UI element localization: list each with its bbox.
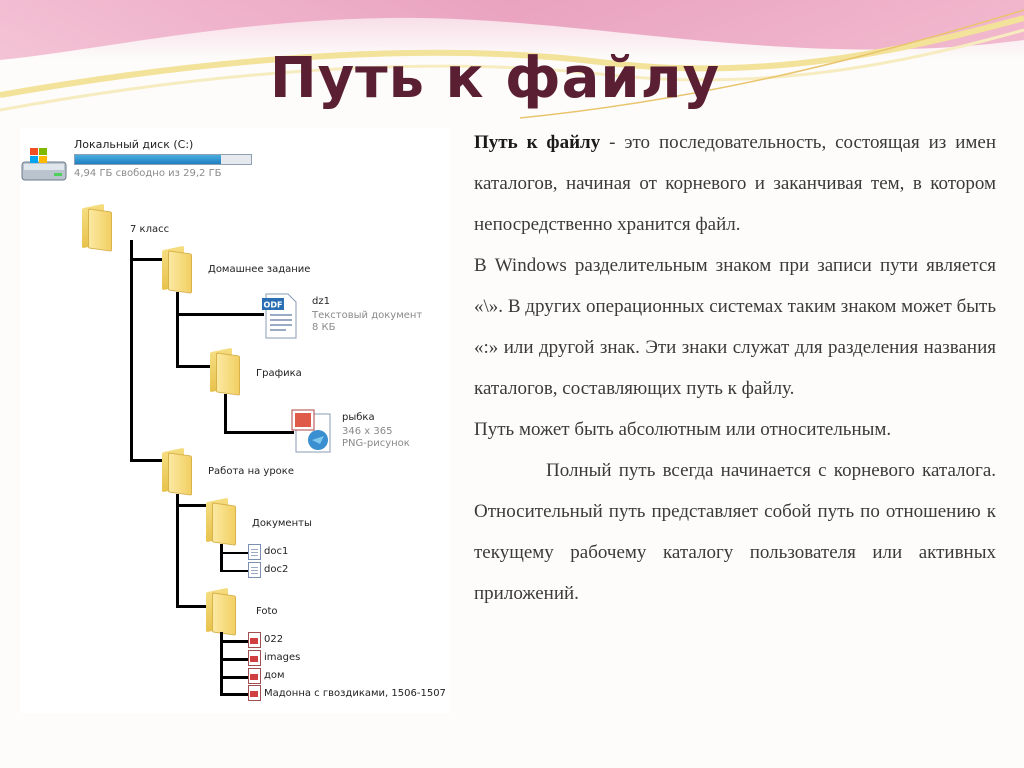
file-doc1: doc1 — [264, 546, 289, 557]
tree-line — [176, 494, 179, 608]
image-icon — [248, 668, 261, 684]
tree-line — [220, 640, 248, 643]
folder-icon — [158, 447, 192, 496]
tree-line — [220, 632, 223, 696]
tree-line — [220, 676, 248, 679]
tree-line — [130, 240, 133, 462]
drive-free-space: 4,94 ГБ свободно из 29,2 ГБ — [74, 168, 222, 179]
tree-line — [220, 570, 248, 572]
folder-homework: Домашнее задание — [208, 264, 311, 275]
file-tree-diagram: Локальный диск (C:) 4,94 ГБ свободно из … — [20, 128, 450, 713]
tree-line — [224, 394, 227, 434]
photo-images: images — [264, 652, 301, 663]
hard-drive-icon — [21, 148, 67, 181]
file-dz1-size: 8 КБ — [312, 322, 336, 333]
odf-document-icon: ODF — [262, 293, 297, 339]
folder-icon — [206, 347, 240, 396]
drive-name: Локальный диск (C:) — [74, 138, 194, 151]
file-rybka-name: рыбка — [342, 412, 375, 423]
paragraph-full-path: Полный путь всегда начинается с корневог… — [474, 460, 996, 604]
image-icon — [248, 632, 261, 648]
folder-icon — [202, 587, 236, 636]
photo-madonna: Мадонна с гвоздиками, 1506-1507 — [264, 688, 446, 699]
folder-foto: Foto — [256, 606, 278, 617]
file-dz1-name: dz1 — [312, 296, 330, 307]
tree-line — [220, 658, 248, 661]
folder-documents: Документы — [252, 518, 312, 529]
tree-line — [176, 365, 210, 368]
photo-022: 022 — [264, 634, 284, 645]
image-icon — [248, 685, 261, 701]
document-icon — [248, 544, 261, 560]
tree-line — [176, 292, 179, 368]
folder-icon — [202, 497, 236, 546]
folder-classwork: Работа на уроке — [208, 466, 294, 477]
file-rybka-type: PNG-рисунок — [342, 438, 410, 449]
tree-line — [176, 313, 264, 316]
tree-line — [224, 431, 294, 434]
tree-line — [130, 258, 164, 261]
paragraph-definition: Путь к файлу - это последовательность, с… — [474, 122, 996, 245]
tree-line — [176, 605, 210, 608]
folder-icon — [78, 203, 112, 252]
photo-dom: дом — [264, 670, 285, 681]
file-doc2: doc2 — [264, 564, 289, 575]
folder-grafika: Графика — [256, 368, 302, 379]
term-file-path: Путь к файлу — [474, 132, 601, 153]
definition-rest: - это последовательность, состоящая из и… — [474, 132, 996, 235]
document-icon — [248, 562, 261, 578]
tree-line — [176, 504, 210, 507]
folder-7-klass: 7 класс — [130, 224, 170, 235]
drive-usage-bar — [74, 154, 252, 165]
file-dz1-type: Текстовый документ — [312, 310, 423, 321]
tree-line — [220, 693, 248, 696]
paragraph-path-types: Путь может быть абсолютным или относител… — [474, 419, 892, 440]
image-file-icon — [291, 409, 331, 453]
image-icon — [248, 650, 261, 666]
drive-usage-fill — [75, 155, 222, 164]
definition-text: Путь к файлу - это последовательность, с… — [474, 122, 996, 614]
tree-line — [220, 544, 223, 572]
slide-title: Путь к файлу — [269, 46, 721, 111]
header-waves — [0, 0, 1024, 119]
svg-text:ODF: ODF — [264, 301, 283, 310]
folder-icon — [158, 245, 192, 294]
paragraph-separator: В Windows разделительным знаком при запи… — [474, 255, 996, 399]
tree-line — [220, 552, 248, 554]
tree-line — [130, 459, 164, 462]
file-rybka-dims: 346 x 365 — [342, 426, 393, 437]
